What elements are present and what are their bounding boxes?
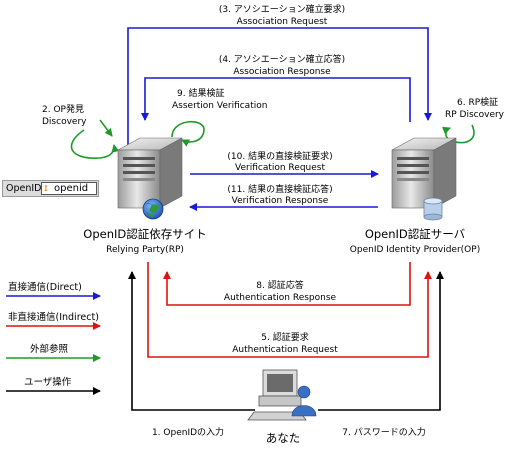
- authentication-request-arrow: [147, 262, 432, 358]
- password-input-step: 7. パスワードの入力: [342, 426, 425, 438]
- legend-indirect-label: 非直接通信(Indirect): [8, 311, 99, 323]
- openid-input-arrow: [128, 271, 255, 411]
- assertion-verification-loop: [171, 120, 205, 147]
- association-response-step: (4. アソシエーション確立応答): [219, 53, 345, 65]
- rp-discovery-label: RP Discovery: [445, 110, 505, 120]
- legend-direct-label: 直接通信(Direct): [8, 281, 82, 293]
- verification-request-label: Verification Request: [235, 163, 325, 173]
- authentication-response-arrow: [163, 262, 411, 306]
- association-response-arrow: [141, 77, 411, 122]
- database-icon: [423, 197, 443, 221]
- legend-external-label: 外部参照: [30, 343, 69, 355]
- op-subtitle: OpenID Identity Provider(OP): [350, 245, 480, 255]
- discovery-step: 2. OP発見: [42, 103, 84, 115]
- rp-discovery-step: 6. RP検証: [457, 96, 498, 108]
- verification-request-step: (10. 結果の直接検証要求): [227, 150, 332, 162]
- assertion-verification-label: Assertion Verification: [172, 101, 267, 111]
- openid-login-box: OpenID ɪ openid: [2, 180, 99, 197]
- discovery-loop: [70, 129, 120, 159]
- authentication-request-label: Authentication Request: [232, 345, 338, 355]
- user-person-icon: [291, 385, 317, 417]
- rp-title: OpenID認証依存サイト: [83, 227, 206, 241]
- verification-response-label: Verification Response: [232, 196, 329, 206]
- openid-input-step: 1. OpenIDの入力: [152, 426, 224, 438]
- legend: 直接通信(Direct) 非直接通信(Indirect) 外部参照 ユーザ操作: [6, 281, 101, 395]
- association-request-step: (3. アソシエーション確立要求): [219, 3, 345, 15]
- op-title: OpenID認証サーバ: [365, 227, 466, 241]
- openid-login-caption: OpenID: [6, 183, 42, 194]
- password-input-arrow: [318, 271, 444, 411]
- user-computer-icon: [247, 369, 307, 421]
- openid-login-field[interactable]: ɪ openid: [41, 182, 97, 195]
- association-response-label: Association Response: [233, 67, 331, 77]
- discovery-label: Discovery: [42, 117, 87, 127]
- user-title: あなた: [266, 431, 301, 445]
- authentication-response-step: 8. 認証応答: [256, 279, 303, 291]
- authentication-response-label: Authentication Response: [224, 293, 337, 303]
- legend-user-label: ユーザ操作: [24, 376, 72, 388]
- identity-provider-server-icon: [391, 137, 457, 209]
- globe-icon: [142, 198, 164, 220]
- assertion-verification-step: 9. 結果検証: [177, 87, 224, 99]
- association-request-arrow: [127, 27, 432, 148]
- openid-login-value: openid: [54, 183, 89, 194]
- verification-response-step: (11. 結果の直接検証応答): [227, 183, 332, 195]
- association-request-label: Association Request: [237, 17, 328, 27]
- discovery-arrow: [99, 119, 113, 137]
- openid-logo-icon: ɪ: [44, 183, 48, 194]
- rp-subtitle: Relying Party(RP): [106, 245, 184, 255]
- authentication-request-step: 5. 認証要求: [261, 331, 308, 343]
- relying-party-server-icon: [117, 137, 183, 209]
